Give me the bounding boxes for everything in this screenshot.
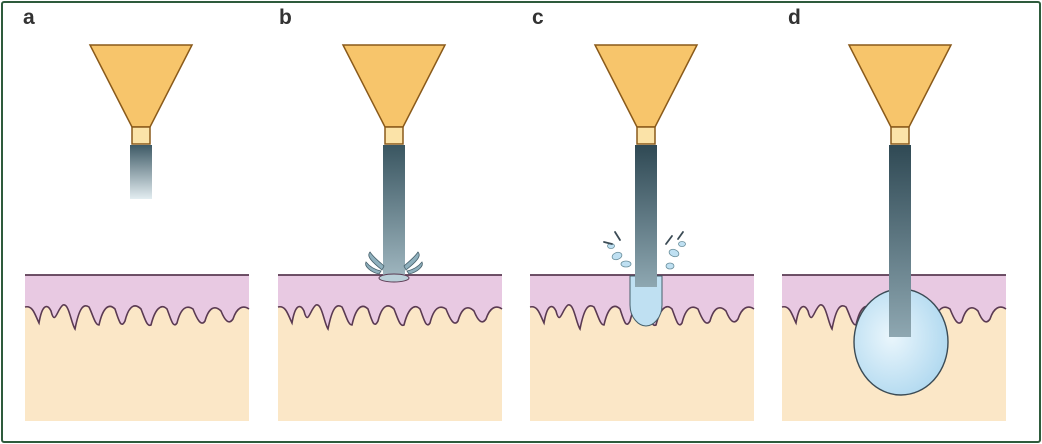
panel-label-b: b bbox=[279, 6, 292, 29]
nozzle-funnel-icon bbox=[848, 44, 952, 145]
panel-label-a: a bbox=[23, 6, 35, 29]
panel-c bbox=[529, 44, 755, 422]
panel-a bbox=[24, 44, 250, 422]
panel-label-d: d bbox=[788, 6, 801, 29]
nozzle-funnel-icon bbox=[89, 44, 193, 145]
skin-layer-icon bbox=[24, 274, 250, 422]
fluid-jet-icon bbox=[635, 145, 657, 287]
splash-droplets-icon bbox=[603, 231, 686, 270]
fluid-jet-icon bbox=[383, 145, 405, 277]
fluid-pocket-icon bbox=[629, 275, 663, 327]
impact-depression-icon bbox=[378, 273, 410, 283]
fluid-jet-icon bbox=[889, 145, 911, 337]
nozzle-funnel-icon bbox=[594, 44, 698, 145]
panel-b bbox=[277, 44, 503, 422]
fluid-jet-icon bbox=[130, 145, 152, 199]
skin-layer-icon bbox=[277, 274, 503, 422]
panel-label-c: c bbox=[532, 6, 544, 29]
panel-d bbox=[781, 44, 1007, 422]
nozzle-funnel-icon bbox=[342, 44, 446, 145]
splash-droplets-icon bbox=[365, 251, 423, 275]
